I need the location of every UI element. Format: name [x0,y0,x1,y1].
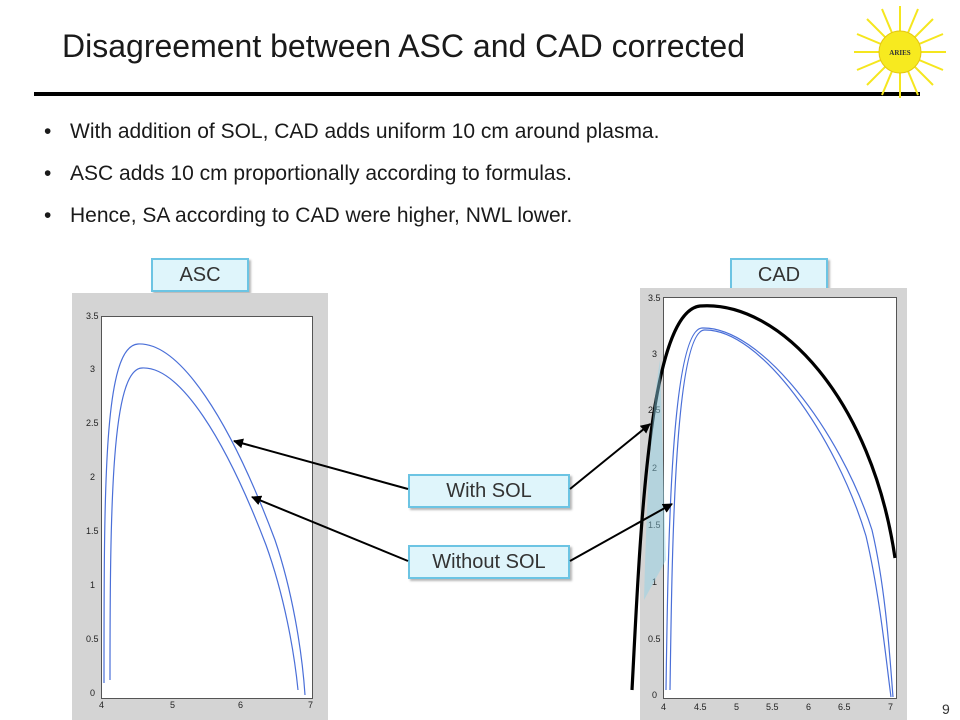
without-sol-arrow-left [251,495,409,562]
without-sol-arrow-right [569,503,673,562]
bullet-item: •Hence, SA according to CAD were higher,… [44,204,573,227]
bullet-item: •With addition of SOL, CAD adds uniform … [44,120,660,143]
cad-with-sol-curve [665,327,894,698]
asc-x-tick: 4 [99,700,105,710]
cad-x-tick: 6 [806,702,812,712]
cad-x-tick: 7 [888,702,894,712]
cad-x-tick: 4 [661,702,667,712]
bullet-list: •With addition of SOL, CAD adds uniform … [44,118,659,244]
bullet-text: With addition of SOL, CAD adds uniform 1… [70,120,660,143]
asc-y-tick: 1 [90,580,96,590]
bullet-item: •ASC adds 10 cm proportionally according… [44,162,572,185]
asc-x-tick: 7 [308,700,314,710]
bullet-text: ASC adds 10 cm proportionally according … [70,162,572,185]
cad-plot-area [663,297,897,699]
asc-y-tick: 0 [90,688,96,698]
page-number: 9 [942,701,950,717]
cad-y-tick: 3 [652,349,658,359]
cad-y-tick: 1 [652,577,658,587]
asc-y-tick: 3.5 [86,311,99,321]
title-divider [34,92,920,96]
cad-x-tick: 4.5 [694,702,707,712]
asc-label: ASC [151,258,249,292]
logo-text: ARIES [889,49,911,57]
cad-outer-boundary-curve [630,304,897,691]
asc-y-tick: 1.5 [86,526,99,536]
cad-x-tick: 5 [734,702,740,712]
cad-sol-shading [644,360,666,600]
asc-x-tick: 6 [238,700,244,710]
cad-y-tick: 3.5 [648,293,661,303]
asc-without-sol-curve [109,367,299,691]
asc-y-tick: 0.5 [86,634,99,644]
with-sol-label: With SOL [408,474,570,508]
cad-x-tick: 6.5 [838,702,851,712]
with-sol-arrow-left [233,438,409,490]
asc-with-sol-curve [103,343,306,696]
slide-title: Disagreement between ASC and CAD correct… [62,28,746,64]
with-sol-arrow-right [569,423,651,490]
bullet-text: Hence, SA according to CAD were higher, … [70,204,573,227]
cad-y-tick: 0.5 [648,634,661,644]
cad-x-tick: 5.5 [766,702,779,712]
cad-y-tick: 1.5 [648,520,661,530]
asc-y-tick: 2.5 [86,418,99,428]
without-sol-label: Without SOL [408,545,570,579]
cad-y-tick: 0 [652,690,658,700]
asc-y-tick: 2 [90,472,96,482]
cad-y-tick: 2 [652,463,658,473]
cad-without-sol-curve [669,329,892,698]
asc-x-tick: 5 [170,700,176,710]
aries-logo: ARIES [854,6,946,98]
asc-y-tick: 3 [90,364,96,374]
